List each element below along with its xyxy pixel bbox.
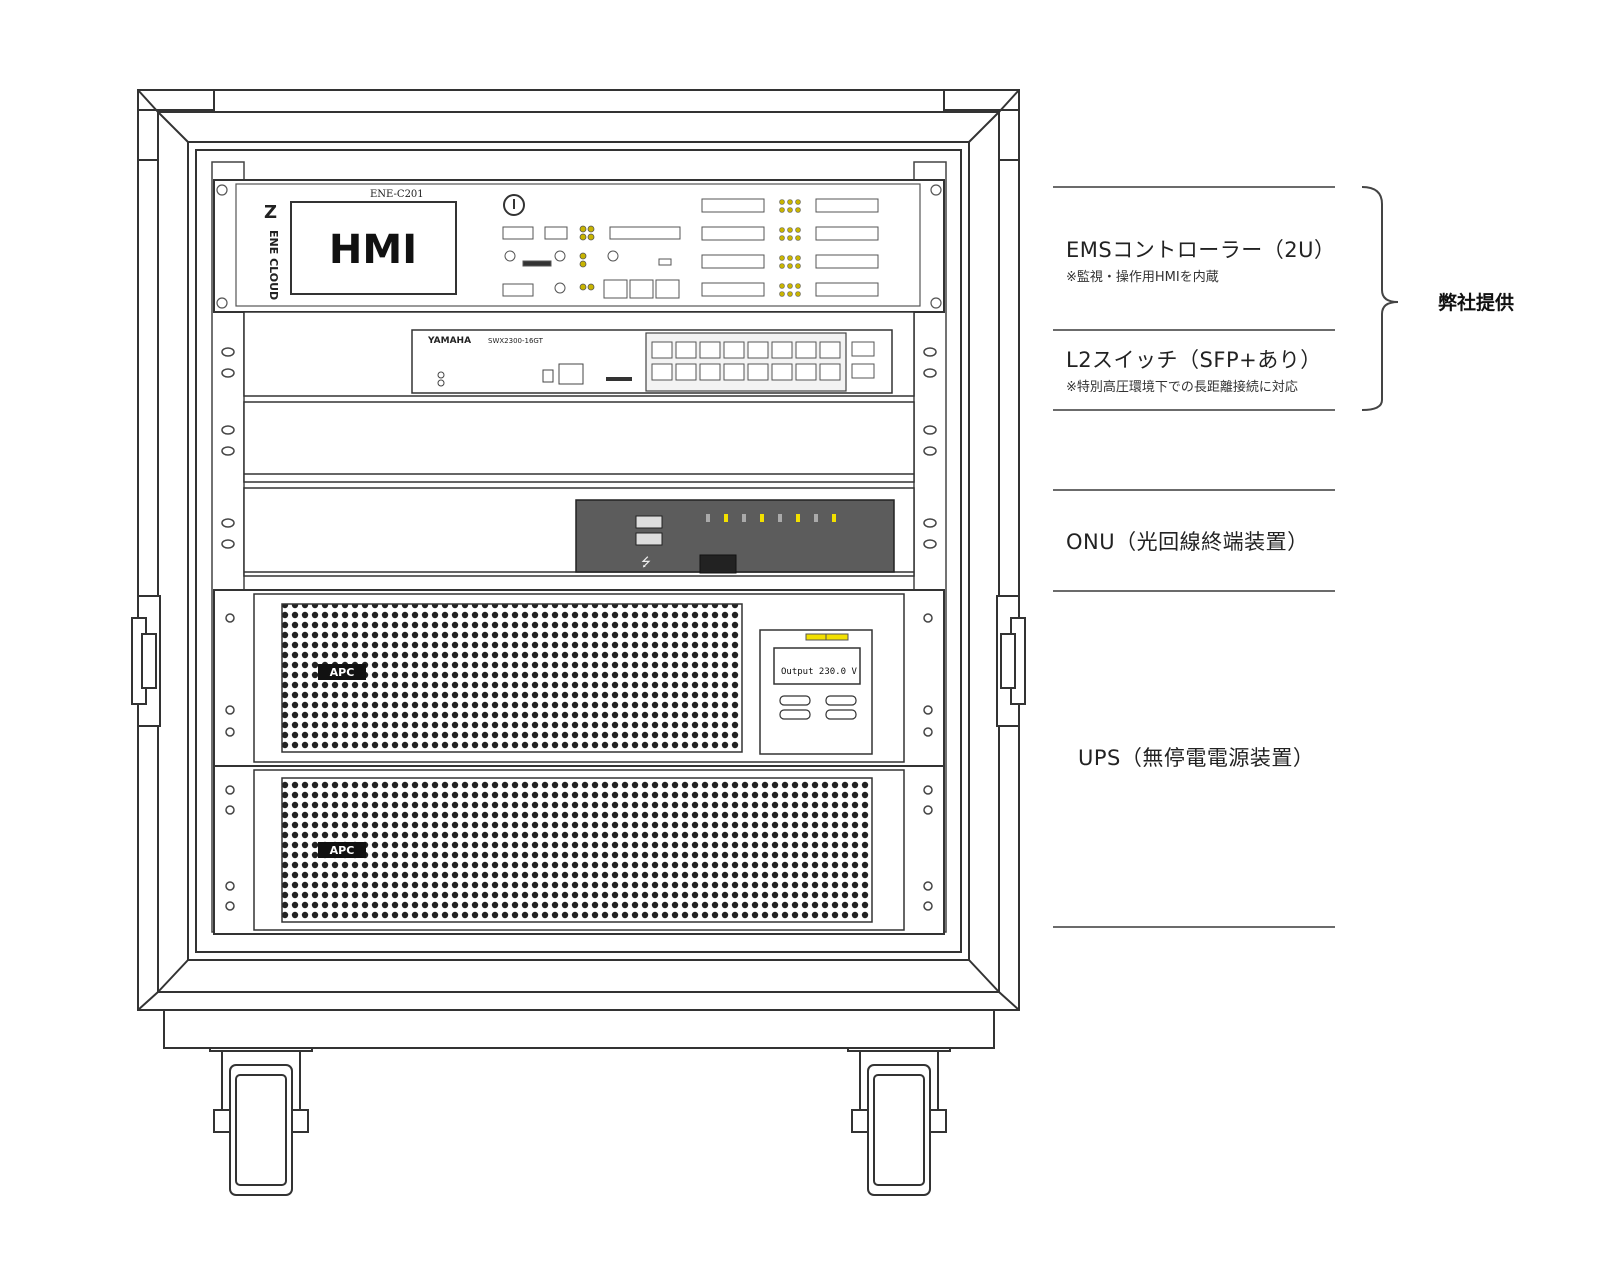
callout-line-5: [1053, 590, 1335, 592]
blank-panel: [243, 401, 915, 483]
callout-line-3: [1053, 409, 1335, 411]
side-handle-right: [996, 595, 1026, 727]
caster-wheel-right: [847, 1032, 951, 1196]
apc-logo: [318, 664, 366, 680]
ems-brand-label: ENE CLOUD: [267, 230, 280, 300]
l2-switch: YAMAHA SWX2300-16GT: [243, 311, 915, 397]
callout-line-2: [1053, 329, 1335, 331]
ems-front-ports: [502, 226, 681, 299]
svg-text:APC: APC: [330, 666, 355, 679]
callout-line-4: [1053, 489, 1335, 491]
ups-battery-unit: APC: [213, 765, 945, 935]
ems-controller: ENE-C201 ENE CLOUD Z HMI: [213, 179, 945, 313]
ene-cloud-logo-icon: Z: [264, 202, 277, 223]
yamaha-logo: YAMAHA: [427, 336, 471, 346]
svg-text:APC: APC: [330, 844, 355, 857]
onu-status-leds: [706, 514, 836, 522]
provider-brace: [1361, 186, 1399, 411]
ems-terminal-blocks: [701, 198, 879, 297]
onu-device: ⭍: [243, 487, 915, 577]
switch-note-label: ※特別高圧環境下での長距離接続に対応: [1066, 380, 1298, 395]
apc-battery-logo: [318, 842, 366, 858]
rack-base: [163, 1009, 995, 1049]
hmi-screen: [290, 201, 457, 295]
hmi-screen-text: HMI: [329, 227, 417, 273]
ups-title-label: UPS（無停電電源装置）: [1078, 746, 1315, 770]
callout-line-1: [1053, 186, 1335, 188]
usb-icon: ⭍: [641, 555, 651, 569]
caster-wheel-left: [209, 1032, 313, 1196]
callout-line-6: [1053, 926, 1335, 928]
ems-model-label: ENE-C201: [370, 189, 424, 200]
ups-lcd-readout: Output 230.0 V: [781, 667, 857, 677]
ups-buttons: [779, 695, 857, 720]
ems-title-label: EMSコントローラー（2U）: [1066, 238, 1336, 262]
ups-main-unit: APC Output 230.0 V: [213, 589, 945, 767]
switch-model-label: SWX2300-16GT: [488, 337, 544, 345]
side-handle-left: [131, 595, 161, 727]
provider-label: 弊社提供: [1438, 292, 1515, 314]
switch-title-label: L2スイッチ（SFP+あり）: [1066, 348, 1322, 372]
ems-note-label: ※監視・操作用HMIを内蔵: [1066, 270, 1219, 285]
sfp-ports: [851, 341, 875, 379]
ems-status-leds: [579, 225, 595, 291]
onu-title-label: ONU（光回線終端装置）: [1066, 530, 1309, 554]
